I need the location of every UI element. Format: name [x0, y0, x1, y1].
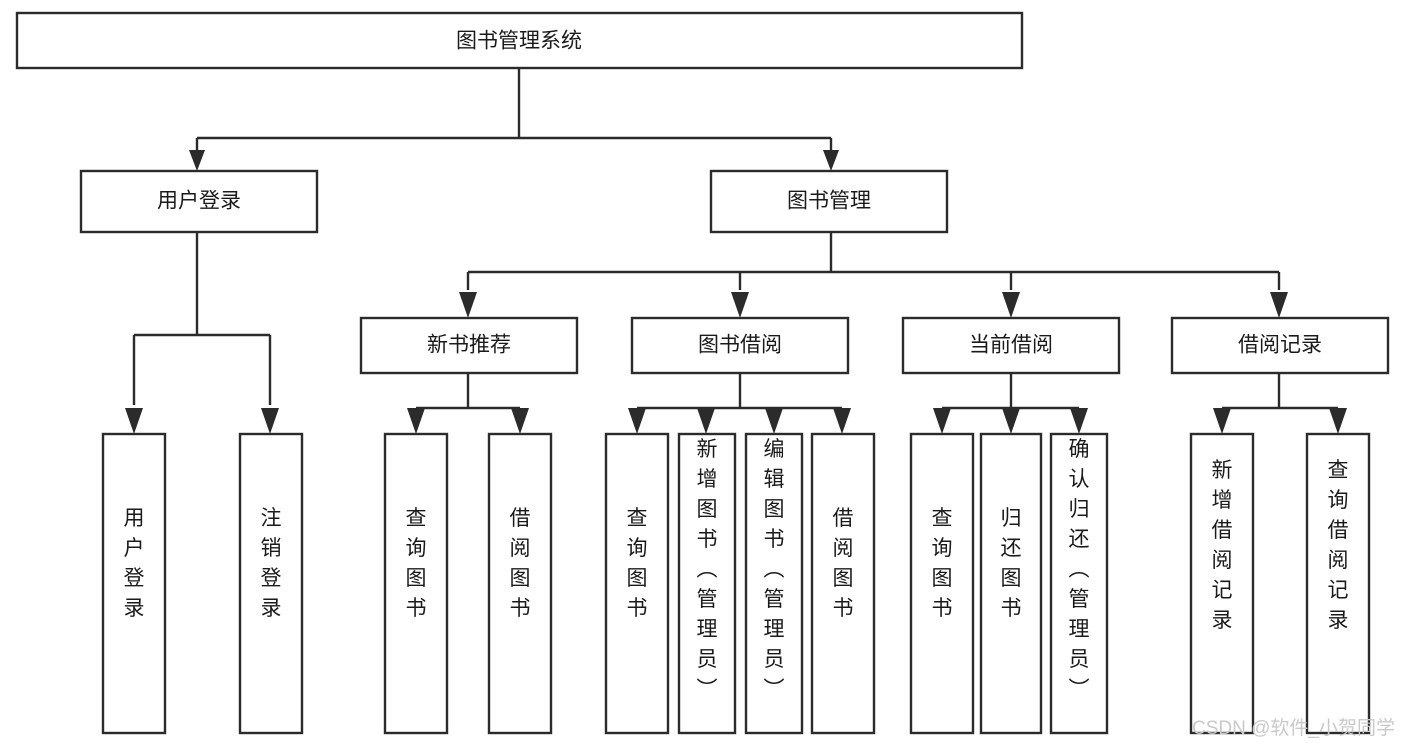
arrow-to-leaf-user-logout	[261, 408, 279, 434]
connector-borrow-record-to-leaves	[1220, 373, 1340, 414]
node-leaf-query-book-3-box[interactable]	[909, 432, 975, 735]
node-book-manage-box[interactable]	[709, 169, 949, 234]
node-leaf-user-logout-box[interactable]	[238, 432, 304, 735]
arrow-to-user-login	[189, 150, 205, 171]
node-leaf-query-record-box[interactable]	[1305, 432, 1371, 735]
node-leaf-query-record[interactable]: 查询借阅记录	[1305, 432, 1371, 735]
node-current-borrow-label: 当前借阅	[969, 334, 1053, 357]
connector-book-borrow-to-leaves	[635, 373, 844, 414]
node-user-login[interactable]: 用户登录	[79, 169, 319, 234]
node-root-label: 图书管理系统	[456, 30, 582, 53]
node-book-borrow-box[interactable]	[630, 316, 850, 375]
node-leaf-query-record-label: 查询借阅记录	[1328, 459, 1349, 632]
node-leaf-query-book-1-label: 查询图书	[406, 507, 427, 620]
node-leaf-query-book-2-label: 查询图书	[627, 507, 648, 620]
connector-new-book-to-leaves	[414, 373, 522, 414]
node-leaf-add-book-box[interactable]	[677, 432, 737, 735]
arrow-to-leaf-query-book-2	[628, 408, 646, 434]
node-book-manage-label: 图书管理	[787, 190, 871, 213]
node-leaf-add-record-box[interactable]	[1189, 432, 1255, 735]
arrow-to-leaf-query-book-1	[407, 408, 425, 434]
node-borrow-record-box[interactable]	[1170, 316, 1390, 375]
arrow-to-current-borrow	[1002, 292, 1020, 318]
node-leaf-confirm-return-box[interactable]	[1049, 432, 1109, 735]
connector-layer	[125, 68, 1347, 434]
arrow-to-leaf-user-login	[125, 408, 143, 434]
arrow-to-leaf-edit-book	[765, 408, 783, 434]
node-leaf-query-book-1[interactable]: 查询图书	[383, 432, 449, 735]
node-leaf-query-book-3[interactable]: 查询图书	[909, 432, 975, 735]
node-leaf-add-book[interactable]: 新增图书︵管理员︶	[677, 432, 737, 735]
node-leaf-add-record[interactable]: 新增借阅记录	[1189, 432, 1255, 735]
node-leaf-borrow-book-2-label: 借阅图书	[833, 507, 854, 620]
arrow-to-leaf-borrow-book-1	[511, 408, 529, 434]
connector-current-borrow-to-leaves	[940, 373, 1081, 414]
node-leaf-add-book-label: 新增图书︵管理员︶	[697, 438, 718, 701]
arrow-to-book-borrow	[731, 292, 749, 318]
node-user-login-label: 用户登录	[157, 190, 241, 213]
node-user-login-box[interactable]	[79, 169, 319, 234]
node-borrow-record-label: 借阅记录	[1238, 334, 1322, 357]
node-leaf-user-logout[interactable]: 注销登录	[238, 432, 304, 735]
node-current-borrow[interactable]: 当前借阅	[901, 316, 1121, 375]
arrow-to-new-book-recommend	[459, 292, 477, 318]
node-book-borrow-label: 图书借阅	[698, 334, 782, 357]
node-leaf-user-login-label: 用户登录	[124, 507, 145, 620]
node-leaf-return-book[interactable]: 归还图书	[979, 432, 1043, 735]
node-new-book-recommend[interactable]: 新书推荐	[359, 316, 579, 375]
arrow-to-leaf-confirm-return	[1070, 408, 1088, 434]
node-book-borrow[interactable]: 图书借阅	[630, 316, 850, 375]
arrow-to-leaf-add-book	[697, 408, 715, 434]
node-leaf-user-login-box[interactable]	[101, 432, 167, 735]
node-leaf-query-book-2-box[interactable]	[604, 432, 670, 735]
node-leaf-return-book-label: 归还图书	[1001, 507, 1022, 620]
node-leaf-query-book-1-box[interactable]	[383, 432, 449, 735]
node-leaf-borrow-book-1-box[interactable]	[487, 432, 553, 735]
node-leaf-borrow-book-1[interactable]: 借阅图书	[487, 432, 553, 735]
node-current-borrow-box[interactable]	[901, 316, 1121, 375]
node-leaf-confirm-return[interactable]: 确认归还︵管理员︶	[1049, 432, 1109, 735]
node-leaf-user-login[interactable]: 用户登录	[101, 432, 167, 735]
node-leaf-user-logout-label: 注销登录	[261, 507, 282, 620]
node-leaf-borrow-book-1-label: 借阅图书	[510, 507, 531, 620]
arrow-to-leaf-query-book-3	[933, 408, 951, 434]
connector-root-to-level2	[195, 68, 833, 157]
connector-book-manage-to-level3	[466, 232, 1281, 290]
node-leaf-edit-book-label: 编辑图书︵管理员︶	[764, 438, 785, 701]
node-leaf-query-book-3-label: 查询图书	[932, 507, 953, 620]
arrow-to-leaf-borrow-book-2	[833, 408, 851, 434]
connector-user-login-to-leaves	[132, 232, 272, 405]
node-new-book-recommend-label: 新书推荐	[427, 334, 511, 357]
node-leaf-borrow-book-2[interactable]: 借阅图书	[810, 432, 876, 735]
node-leaf-edit-book[interactable]: 编辑图书︵管理员︶	[744, 432, 804, 735]
node-new-book-recommend-box[interactable]	[359, 316, 579, 375]
csdn-watermark: CSDN @软件_小贺同学	[1192, 717, 1395, 739]
node-leaf-confirm-return-label: 确认归还︵管理员︶	[1069, 438, 1090, 701]
node-leaf-add-record-label: 新增借阅记录	[1212, 459, 1233, 632]
node-root[interactable]: 图书管理系统	[15, 11, 1024, 70]
arrow-to-leaf-query-record	[1329, 408, 1347, 434]
node-leaf-return-book-box[interactable]	[979, 432, 1043, 735]
arrow-to-leaf-return-book	[1002, 408, 1020, 434]
node-leaf-borrow-book-2-box[interactable]	[810, 432, 876, 735]
node-root-box[interactable]	[15, 11, 1024, 70]
node-borrow-record[interactable]: 借阅记录	[1170, 316, 1390, 375]
arrow-to-borrow-record	[1270, 292, 1288, 318]
node-leaf-edit-book-box[interactable]	[744, 432, 804, 735]
arrow-to-book-manage	[823, 150, 839, 171]
arrow-to-leaf-add-record	[1213, 408, 1231, 434]
node-leaf-query-book-2[interactable]: 查询图书	[604, 432, 670, 735]
node-book-manage[interactable]: 图书管理	[709, 169, 949, 234]
